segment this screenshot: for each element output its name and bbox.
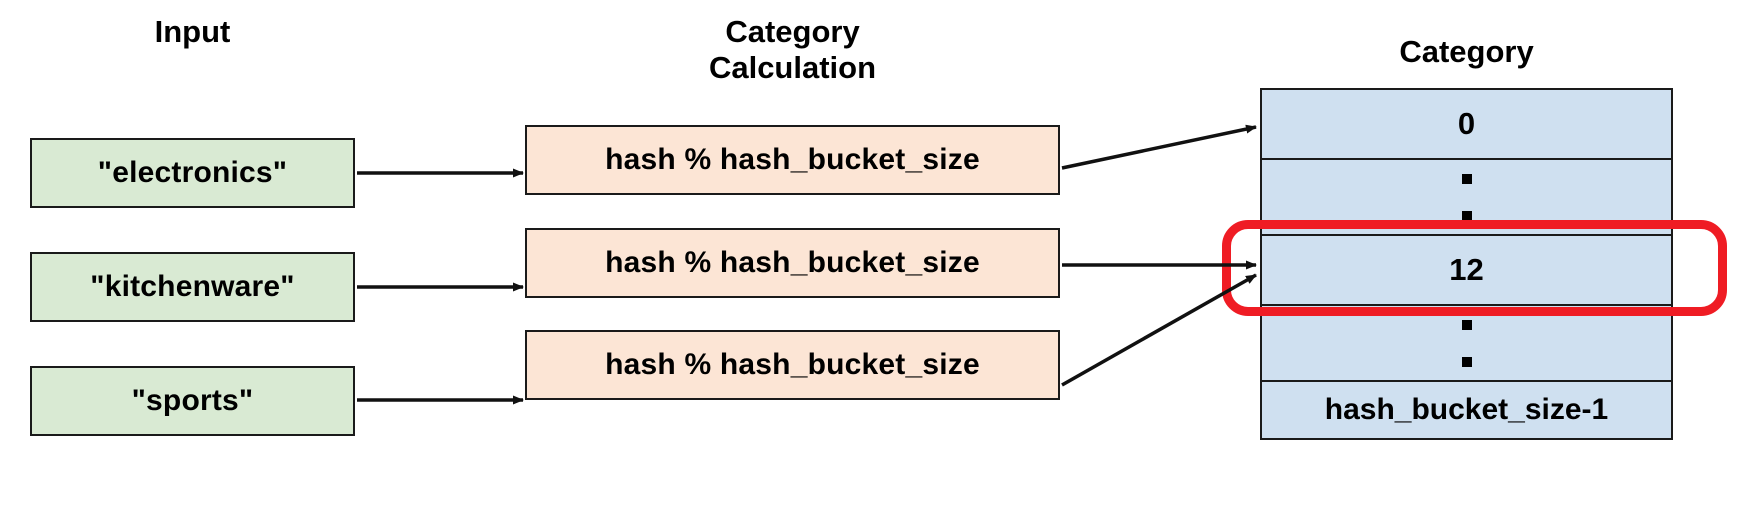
category-row-last: hash_bucket_size-1 bbox=[1262, 382, 1671, 438]
ellipsis-dot-icon bbox=[1461, 357, 1472, 367]
calculation-box-2: hash % hash_bucket_size bbox=[525, 228, 1060, 298]
category-row-12: 12 bbox=[1262, 236, 1671, 306]
column-title-category-calculation: Category Calculation bbox=[708, 14, 877, 85]
category-row-ellipsis-1 bbox=[1262, 160, 1671, 198]
category-row-ellipsis-2 bbox=[1262, 198, 1671, 236]
column-title-input: Input bbox=[154, 14, 231, 49]
category-row-0: 0 bbox=[1262, 90, 1671, 160]
input-box-sports: "sports" bbox=[30, 366, 355, 436]
category-row-ellipsis-3 bbox=[1262, 306, 1671, 344]
calculation-box-3: hash % hash_bucket_size bbox=[525, 330, 1060, 400]
ellipsis-dot-icon bbox=[1461, 320, 1472, 330]
ellipsis-dot-icon bbox=[1461, 174, 1472, 184]
arrow-calc1-to-bucket-0 bbox=[1061, 124, 1257, 170]
arrow-calc3-to-bucket-12 bbox=[1061, 273, 1257, 387]
calculation-box-1: hash % hash_bucket_size bbox=[525, 125, 1060, 195]
input-box-kitchenware: "kitchenware" bbox=[30, 252, 355, 322]
category-row-ellipsis-4 bbox=[1262, 344, 1671, 382]
column-title-category: Category bbox=[1399, 34, 1534, 69]
input-box-electronics: "electronics" bbox=[30, 138, 355, 208]
category-bucket-table: 0 12 hash_bucket_size-1 bbox=[1260, 88, 1673, 440]
ellipsis-dot-icon bbox=[1461, 211, 1472, 221]
